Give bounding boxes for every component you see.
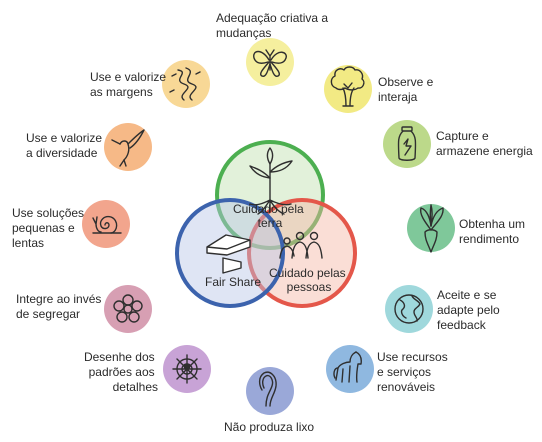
principle-label-line: padrões aos [89,365,155,379]
principle-label-line: Observe e [378,75,434,89]
earth-care-label-line: terra [258,216,283,230]
principle-label: Desenhe dos padrões aos detalhes [84,350,158,394]
principle-label-line: renováveis [377,380,435,394]
people-care-label: Cuidado pelas pessoas [269,266,349,294]
principle-circle [407,204,455,252]
principle-label: Capture e armazene energia [436,129,533,158]
principle-1 [246,38,294,86]
principle-label: Aceite e se adapte pelo feedback [437,288,503,332]
principle-label-line: Desenhe dos [84,350,155,364]
principle-label-line: adapte pelo [437,303,500,317]
principle-label: Use e valorize as margens [90,70,169,99]
principle-label-line: Use soluções [12,206,84,220]
principle-label: Use soluções pequenas e lentas [12,206,87,250]
principle-label-line: armazene energia [436,144,533,158]
people-care-label-line: pessoas [287,280,332,294]
snail-icon [92,215,122,234]
principles-ring [82,38,455,415]
principle-label-line: Aceite e se [437,288,497,302]
principle-12 [162,60,210,108]
butterfly-icon [253,49,287,77]
principle-label: Observe e interaja [378,75,437,104]
principle-9 [104,285,152,333]
earth-care-label: Cuidado pela terra [233,202,307,230]
principle-label-line: Use e valorize [26,131,102,145]
principle-label-line: Obtenha um [459,217,525,231]
principle-label-line: e serviços [377,365,431,379]
flower-icon [113,294,143,323]
sprout-icon [249,147,293,215]
principle-label-line: mudanças [216,26,271,40]
principle-label-line: Adequação criativa a [216,11,328,25]
principle-label-line: feedback [437,318,487,332]
principle-label-line: rendimento [459,232,519,246]
principle-10 [82,200,130,248]
principle-7 [246,367,294,415]
principle-label: Não produza lixo [224,420,314,434]
globe-icon [394,294,424,324]
principle-label-line: Integre ao invés [16,292,101,306]
principle-label-line: Capture e [436,129,489,143]
earth-care-label-line: Cuidado pela [233,202,304,216]
principle-circle [104,285,152,333]
principle-11 [104,123,152,171]
people-care-label-line: Cuidado pelas [269,266,346,280]
principle-label-line: Use recursos [377,350,448,364]
principle-8 [163,345,211,393]
radish-icon [419,204,444,253]
principle-label: Obtenha um rendimento [459,217,528,246]
principle-label: Adequação criativa a mudanças [216,11,331,40]
hummingbird-icon [111,129,145,167]
principle-circle [385,285,433,333]
horse-icon [333,351,362,383]
principle-label: Integre ao invés de segregar [16,292,105,321]
jar-icon [397,126,417,161]
principle-label: Use e valorize a diversidade [26,131,105,160]
principle-label-line: interaja [378,90,418,104]
principle-label-line: pequenas e [12,221,75,235]
principle-label-line: Use e valorize [90,70,166,84]
principle-5 [385,285,433,333]
principle-circle [104,123,152,171]
principle-label: Use recursos e serviços renováveis [377,350,451,394]
principle-circle [162,60,210,108]
principle-circle [82,200,130,248]
principle-label-line: a diversidade [26,146,98,160]
venn-diagram: Cuidado pela terra Cuidado pelas pessoas… [175,140,357,308]
principle-3 [383,120,431,168]
shared-slices-icon [206,234,251,274]
river-icon [169,67,201,101]
people-icon [279,231,323,259]
worm-icon [258,371,277,407]
fair-share-label: Fair Share [205,275,261,289]
principle-label-line: as margens [90,85,153,99]
principle-2 [324,65,372,113]
principle-labels: Adequação criativa a mudanças Observe e … [12,11,533,434]
principle-6 [326,345,374,393]
spider-web-icon [172,354,202,384]
principle-label-line: de segregar [16,307,80,321]
principle-label-line: detalhes [113,380,158,394]
principle-4 [407,204,455,253]
tree-icon [330,66,365,107]
principle-label-line: lentas [12,236,44,250]
